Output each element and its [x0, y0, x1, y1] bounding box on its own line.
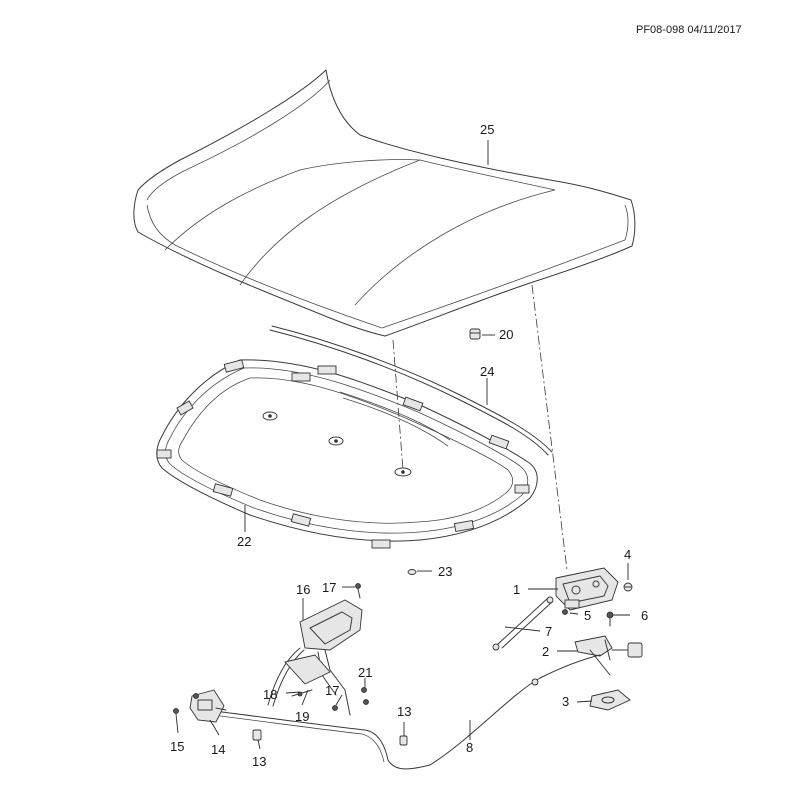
callout-22: 22 — [237, 534, 251, 549]
clip-13-upper — [399, 735, 408, 746]
hood-insulator — [156, 359, 538, 549]
callout-14: 14 — [211, 742, 225, 757]
callout-16: 16 — [296, 582, 310, 597]
hood-panel — [133, 69, 636, 337]
bolt-17-lower — [332, 705, 338, 711]
clip-13-lower — [252, 729, 262, 741]
release-cable — [219, 654, 601, 770]
latch-bracket — [589, 689, 631, 711]
alignment-lines — [392, 284, 568, 571]
callout-24: 24 — [480, 364, 494, 379]
bolt-6 — [606, 611, 614, 627]
callout-2: 2 — [542, 644, 549, 659]
reference-code: PF08-098 04/11/2017 — [636, 24, 742, 36]
callout-8: 8 — [466, 740, 473, 755]
callout-13-lower: 13 — [252, 754, 266, 769]
callout-3: 3 — [562, 694, 569, 709]
screw-15 — [173, 708, 179, 714]
callout-17-upper: 17 — [322, 580, 336, 595]
bolt-17-upper — [355, 583, 361, 599]
callout-23: 23 — [438, 564, 452, 579]
callout-6: 6 — [641, 608, 648, 623]
release-handle — [189, 689, 227, 723]
callout-7: 7 — [545, 624, 552, 639]
prop-rod-bracket — [267, 599, 363, 716]
callout-20: 20 — [499, 327, 513, 342]
callout-1: 1 — [513, 582, 520, 597]
hood-latch — [555, 567, 619, 611]
support-strut — [492, 596, 554, 651]
hood-weatherstrip — [269, 325, 553, 456]
callout-18: 18 — [263, 687, 277, 702]
callout-4: 4 — [624, 547, 631, 562]
latch-screw — [562, 609, 568, 615]
callout-19: 19 — [295, 709, 309, 724]
callout-5: 5 — [584, 608, 591, 623]
callout-labels: 25 20 24 22 23 1 4 5 6 7 2 3 8 13 13 14 … — [170, 122, 648, 769]
callout-25: 25 — [480, 122, 494, 137]
prop-rod-retainer — [284, 654, 331, 685]
safety-catch — [574, 635, 643, 676]
bumper-stop — [469, 328, 481, 340]
insulator-retainer — [407, 569, 417, 575]
prop-rod-clip — [291, 689, 313, 697]
callout-13-upper: 13 — [397, 704, 411, 719]
leader-lines — [175, 140, 630, 750]
callout-17-lower: 17 — [325, 683, 339, 698]
callout-15: 15 — [170, 739, 184, 754]
latch-bolt — [623, 582, 633, 592]
nut-21 — [361, 687, 369, 705]
callout-21: 21 — [358, 665, 372, 680]
